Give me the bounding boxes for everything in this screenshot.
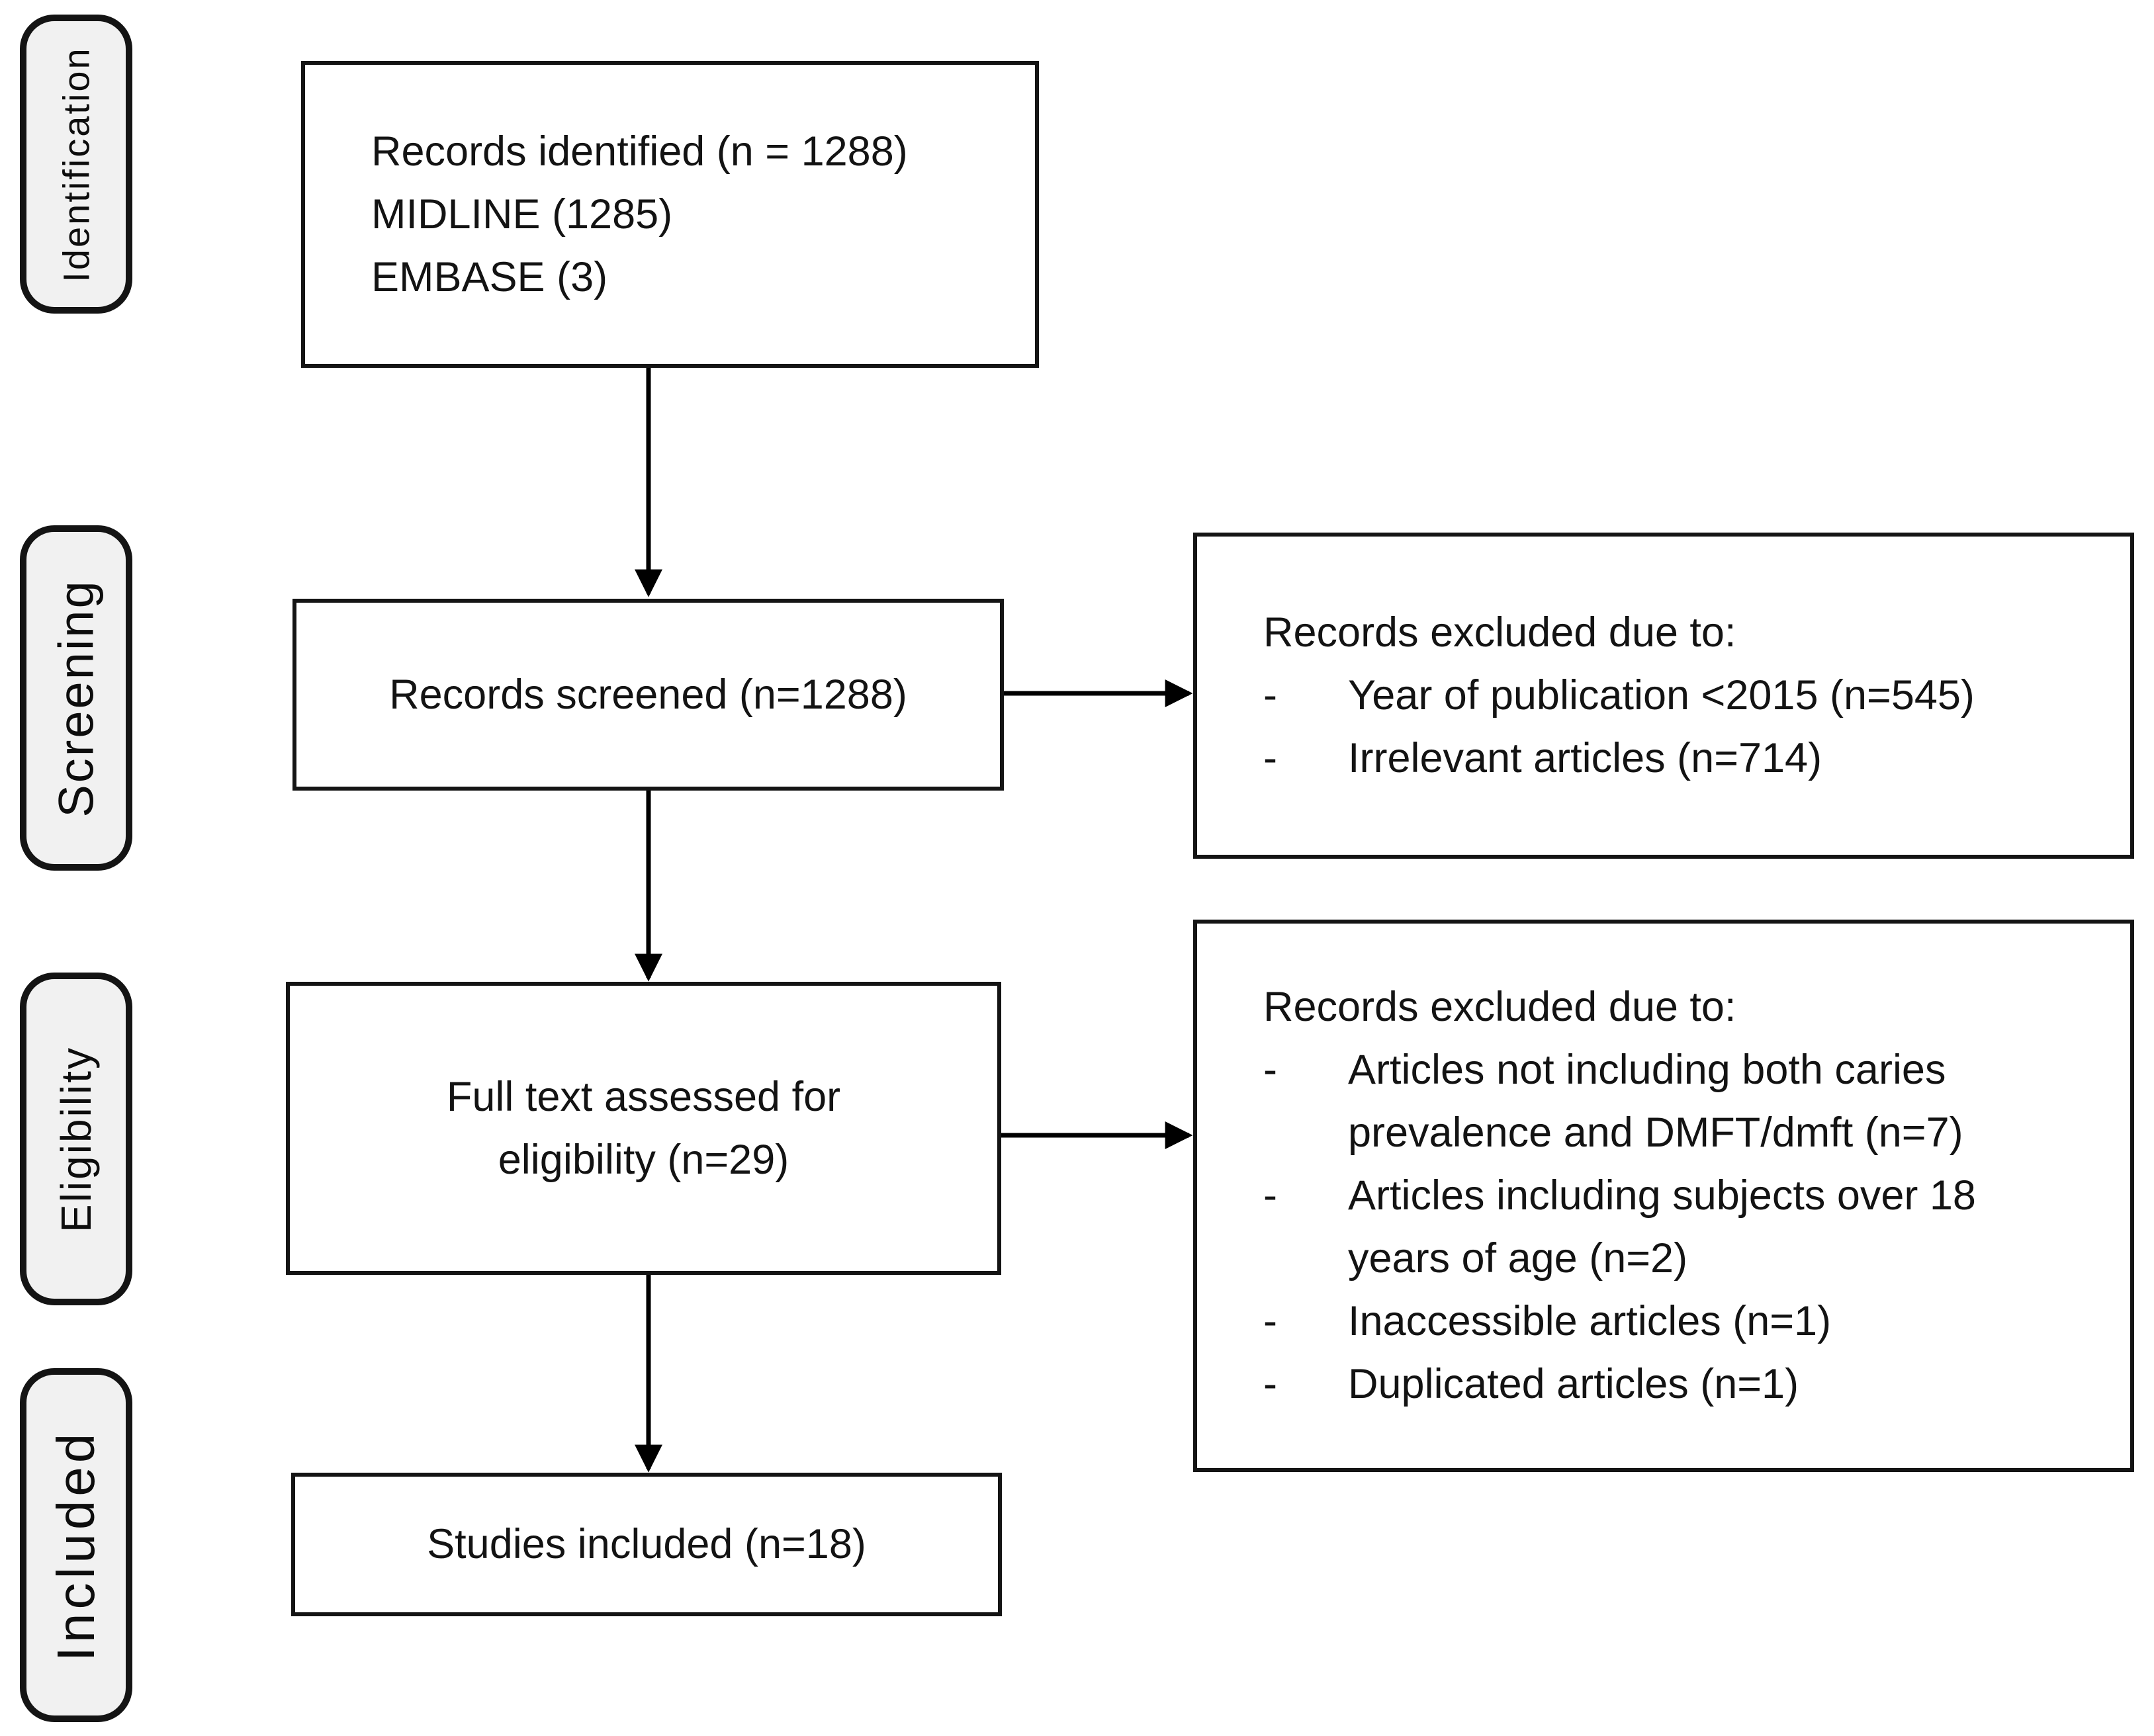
bullet-dash-icon: - <box>1263 672 1277 718</box>
exclusion-item: - Year of publication <2015 (n=545) <box>1263 664 2104 727</box>
exclusion-heading: Records excluded due to: <box>1263 984 1736 1030</box>
box-records-excluded-screening: Records excluded due to: - Year of publi… <box>1193 533 2134 859</box>
exclusion-item-text: Irrelevant articles (n=714) <box>1348 735 1822 781</box>
stage-label-text: Included <box>46 1429 105 1661</box>
bullet-dash-icon: - <box>1263 1172 1277 1219</box>
box-text-line: Studies included (n=18) <box>427 1521 866 1567</box>
exclusion-item: - Duplicated articles (n=1) <box>1263 1353 2104 1416</box>
exclusion-item: - Articles not including both caries pre… <box>1263 1039 2104 1164</box>
stage-label-text: Screening <box>48 578 104 818</box>
stage-label-included: Included <box>20 1368 132 1722</box>
exclusion-item: - Irrelevant articles (n=714) <box>1263 727 2104 790</box>
bullet-dash-icon: - <box>1263 1298 1277 1344</box>
box-studies-included: Studies included (n=18) <box>291 1473 1002 1616</box>
box-text-line: MIDLINE (1285) <box>371 191 673 238</box>
exclusion-item-text: Duplicated articles (n=1) <box>1348 1361 1799 1407</box>
box-records-screened: Records screened (n=1288) <box>292 599 1004 791</box>
box-text-line: eligibility (n=29) <box>498 1136 789 1183</box>
stage-label-screening: Screening <box>20 525 132 871</box>
bullet-dash-icon: - <box>1263 735 1277 781</box>
exclusion-item-text: Inaccessible articles (n=1) <box>1348 1298 1832 1344</box>
box-records-identified: Records identified (n = 1288) MIDLINE (1… <box>301 61 1039 368</box>
box-text-line: Records identified (n = 1288) <box>371 128 908 175</box>
exclusion-heading: Records excluded due to: <box>1263 609 1736 656</box>
stage-label-text: Eligibility <box>52 1045 100 1233</box>
exclusion-item-text: Year of publication <2015 (n=545) <box>1348 672 1975 718</box>
stage-label-eligibility: Eligibility <box>20 973 132 1305</box>
exclusion-item: - Inaccessible articles (n=1) <box>1263 1290 2104 1353</box>
stage-label-text: Identification <box>55 46 97 282</box>
box-text-line: Full text assessed for <box>446 1073 841 1120</box>
box-records-excluded-eligibility: Records excluded due to: - Articles not … <box>1193 920 2134 1472</box>
stage-label-identification: Identification <box>20 15 132 314</box>
box-text-line: EMBASE (3) <box>371 253 608 300</box>
box-text-line: Records screened (n=1288) <box>389 671 907 718</box>
bullet-dash-icon: - <box>1263 1047 1277 1093</box>
exclusion-item-text: Articles not including both caries preva… <box>1348 1047 1963 1156</box>
bullet-dash-icon: - <box>1263 1361 1277 1407</box>
box-full-text-assessed: Full text assessed for eligibility (n=29… <box>286 982 1001 1275</box>
exclusion-item: - Articles including subjects over 18 ye… <box>1263 1164 2104 1290</box>
exclusion-item-text: Articles including subjects over 18 year… <box>1348 1172 1976 1281</box>
